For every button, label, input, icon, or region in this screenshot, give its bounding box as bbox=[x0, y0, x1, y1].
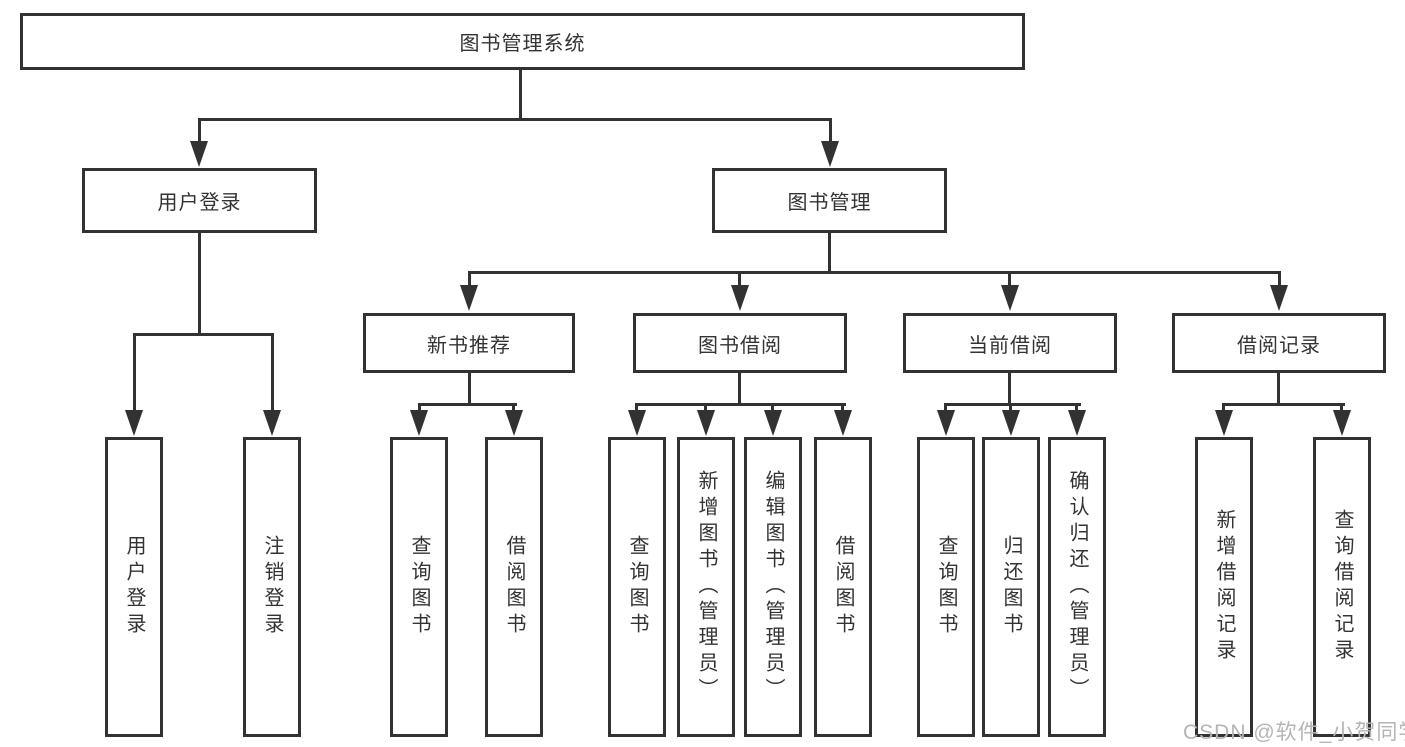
arrow-down-icon bbox=[1001, 285, 1019, 311]
node-book-borrow: 图书借阅 bbox=[633, 313, 847, 373]
connector-line bbox=[512, 403, 515, 412]
connector-line bbox=[1008, 271, 1011, 287]
connector-line bbox=[1222, 403, 1345, 406]
arrow-down-icon bbox=[505, 410, 523, 436]
connector-line bbox=[1340, 403, 1343, 412]
node-leaf-query-books-recommend: 查询图书 bbox=[390, 437, 448, 737]
connector-line bbox=[738, 271, 741, 287]
connector-line bbox=[468, 373, 471, 406]
connector-line bbox=[829, 118, 832, 144]
arrow-down-icon bbox=[697, 410, 715, 436]
arrow-down-icon bbox=[764, 410, 782, 436]
node-leaf-confirm-return-admin: 确认归还（管理员） bbox=[1048, 437, 1106, 737]
node-book-management: 图书管理 bbox=[712, 168, 947, 233]
node-leaf-add-book-admin: 新增图书（管理员） bbox=[677, 437, 735, 737]
node-leaf-query-books-current: 查询图书 bbox=[917, 437, 975, 737]
arrow-down-icon bbox=[1270, 285, 1288, 311]
node-new-book-recommend: 新书推荐 bbox=[363, 313, 575, 373]
connector-line bbox=[418, 403, 421, 412]
arrow-down-icon bbox=[937, 410, 955, 436]
node-leaf-borrow-books-recommend: 借阅图书 bbox=[485, 437, 543, 737]
connector-line bbox=[704, 403, 707, 412]
arrow-down-icon bbox=[263, 410, 281, 436]
connector-line bbox=[635, 403, 846, 406]
connector-line bbox=[1278, 271, 1281, 287]
node-leaf-logout: 注销登录 bbox=[243, 437, 301, 737]
arrow-down-icon bbox=[1333, 410, 1351, 436]
connector-line bbox=[468, 271, 1281, 274]
arrow-down-icon bbox=[410, 410, 428, 436]
node-leaf-edit-book-admin: 编辑图书（管理员） bbox=[744, 437, 802, 737]
connector-line bbox=[468, 271, 471, 287]
node-leaf-borrow-books: 借阅图书 bbox=[814, 437, 872, 737]
arrow-down-icon bbox=[1002, 410, 1020, 436]
node-leaf-add-borrow-record: 新增借阅记录 bbox=[1195, 437, 1253, 737]
node-leaf-user-login: 用户登录 bbox=[105, 437, 163, 737]
csdn-watermark: CSDN @软件_小贺同学 bbox=[1183, 721, 1405, 744]
connector-line bbox=[738, 373, 741, 406]
connector-line bbox=[198, 232, 201, 336]
connector-line bbox=[271, 333, 274, 412]
arrow-down-icon bbox=[1215, 410, 1233, 436]
arrow-down-icon bbox=[731, 285, 749, 311]
node-current-borrow: 当前借阅 bbox=[903, 313, 1117, 373]
connector-line bbox=[635, 403, 638, 412]
connector-line bbox=[1277, 373, 1280, 406]
connector-line bbox=[771, 403, 774, 412]
arrow-down-icon bbox=[1068, 410, 1086, 436]
arrow-down-icon bbox=[190, 141, 208, 167]
node-root: 图书管理系统 bbox=[20, 13, 1025, 70]
arrow-down-icon bbox=[834, 410, 852, 436]
connector-line bbox=[198, 118, 201, 144]
connector-line bbox=[133, 333, 136, 412]
connector-line bbox=[133, 333, 274, 336]
connector-line bbox=[198, 118, 832, 121]
node-leaf-query-books-borrow: 查询图书 bbox=[608, 437, 666, 737]
connector-line bbox=[519, 68, 522, 120]
connector-line bbox=[418, 403, 517, 406]
connector-line bbox=[841, 403, 844, 412]
connector-line bbox=[1222, 403, 1225, 412]
connector-line bbox=[1075, 403, 1078, 412]
arrow-down-icon bbox=[460, 285, 478, 311]
node-leaf-query-borrow-record: 查询借阅记录 bbox=[1313, 437, 1371, 737]
arrow-down-icon bbox=[628, 410, 646, 436]
node-borrow-records: 借阅记录 bbox=[1172, 313, 1386, 373]
connector-line bbox=[944, 403, 1081, 406]
node-user-login: 用户登录 bbox=[82, 168, 317, 233]
connector-line bbox=[1008, 373, 1011, 406]
arrow-down-icon bbox=[125, 410, 143, 436]
node-leaf-return-book: 归还图书 bbox=[982, 437, 1040, 737]
arrow-down-icon bbox=[821, 141, 839, 167]
connector-line bbox=[828, 232, 831, 274]
connector-line bbox=[1009, 403, 1012, 412]
connector-line bbox=[944, 403, 947, 412]
